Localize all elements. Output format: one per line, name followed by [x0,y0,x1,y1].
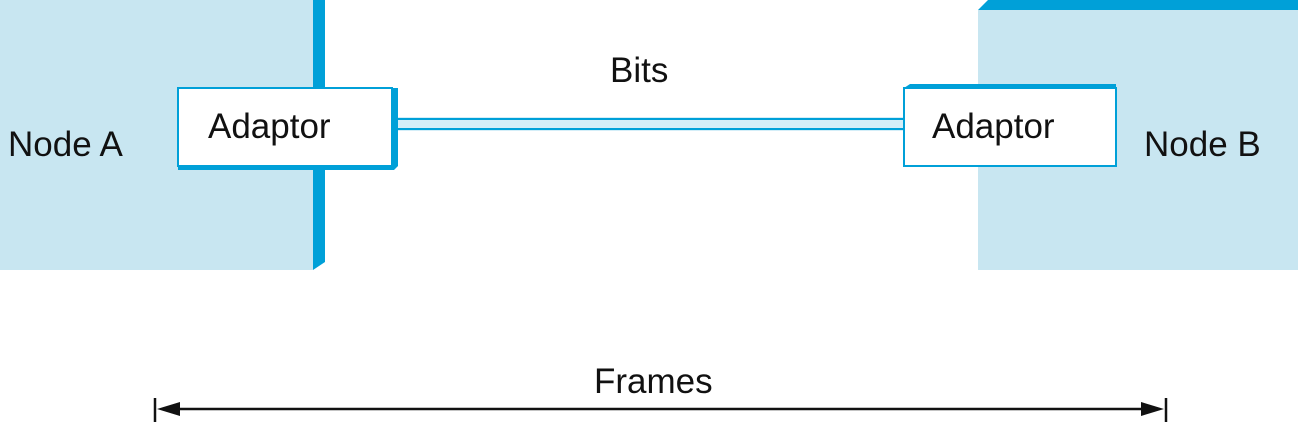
frames-right-arrowhead [1141,402,1164,416]
adaptor-a: Adaptor [177,87,398,170]
link-cable [394,117,904,131]
adaptor-b-label: Adaptor [932,107,1055,146]
frames-label: Frames [594,362,713,401]
node-b-label: Node B [1144,125,1261,164]
adaptor-a-box [177,87,393,167]
adaptor-b-box [903,87,1117,167]
node-a-label: Node A [8,125,123,164]
adaptor-b: Adaptor [903,84,1117,167]
frames-left-arrowhead [157,402,180,416]
bits-label: Bits [610,51,668,90]
physical-link: Bits [394,51,904,131]
node-b-top-edge [978,0,1298,10]
frames-arrow: Frames [153,362,1168,422]
adaptor-a-label: Adaptor [208,107,331,146]
adaptor-a-shadow [392,88,398,168]
